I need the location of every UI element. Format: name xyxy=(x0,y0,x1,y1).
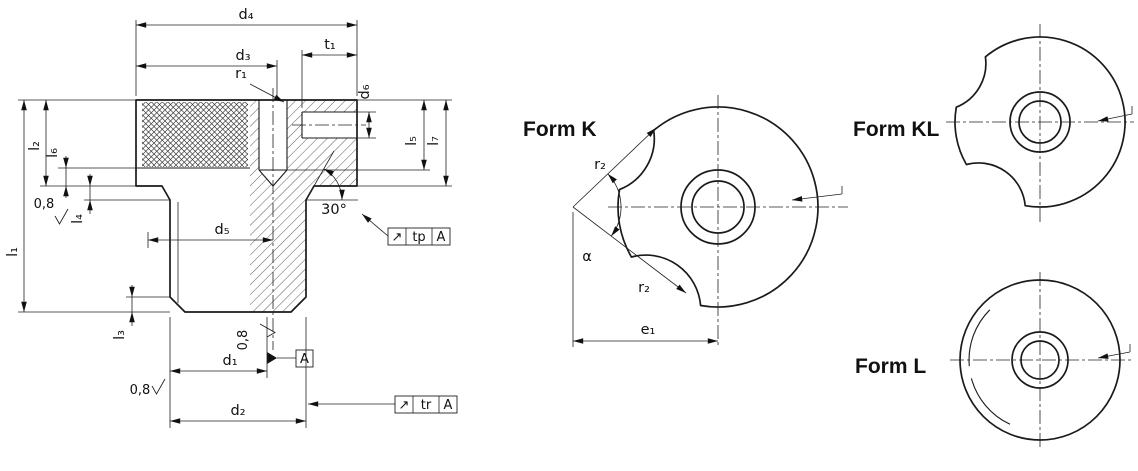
datum-triangle xyxy=(267,352,277,364)
dim-label-d3: d₃ xyxy=(235,48,250,64)
dim-label-d5: d₅ xyxy=(214,222,229,238)
dim-e1: e₁ xyxy=(572,212,718,347)
form-k-title: Form K xyxy=(523,118,597,141)
dim-d5: d₅ xyxy=(147,222,273,248)
datum-label: A xyxy=(300,352,309,367)
dim-label-alpha: α xyxy=(582,249,592,265)
center-hole-outline xyxy=(258,100,288,187)
dim-r2-lower: r₂ xyxy=(572,206,687,296)
dim-label-angle30: 30° xyxy=(321,202,347,218)
centerlines xyxy=(272,88,366,350)
form-k-view: Form K r₂ r₂ α e₁ xyxy=(523,95,848,348)
dim-label-d1: d₁ xyxy=(222,353,237,369)
dim-d1: d₁ xyxy=(169,317,268,428)
dim-r2-upper: r₂ xyxy=(572,127,657,208)
tolerance-value-tr: tr xyxy=(421,398,432,413)
dim-l5: l₅ xyxy=(287,99,452,171)
dim-l3: l₃ xyxy=(112,285,170,340)
roughness-check-icon xyxy=(151,378,166,395)
dim-label-d6: d₆ xyxy=(357,84,373,99)
surface-finish-value: 0,8 xyxy=(34,197,55,212)
dim-label-t1: t₁ xyxy=(324,37,336,53)
dim-r1: r₁ xyxy=(235,66,285,103)
form-l-view: Form L xyxy=(855,272,1134,449)
dim-label-l5: l₅ xyxy=(404,136,420,146)
dim-l1: l₁ xyxy=(5,100,170,313)
runout-symbol: ↗ xyxy=(399,398,410,413)
tolerance-datum-tp: A xyxy=(437,230,446,245)
dim-label-r1: r₁ xyxy=(235,66,247,82)
dim-angle-30: 30° xyxy=(305,150,358,218)
dim-label-l2: l₂ xyxy=(27,141,43,151)
runout-symbol: ↗ xyxy=(392,230,403,245)
tolerance-frame-tp: ↗ tp A xyxy=(361,213,451,246)
dim-d2: d₂ xyxy=(170,317,307,428)
surface-finish-value: 0,8 xyxy=(130,383,151,398)
surface-finish-value: 0,8 xyxy=(236,330,251,351)
dim-l2: l₂ xyxy=(18,99,136,187)
dim-label-r2-lower: r₂ xyxy=(638,280,650,296)
knurl-pattern xyxy=(142,102,248,167)
form-l-chamfer-arcs xyxy=(968,309,1011,425)
surface-finish-d2: 0,8 xyxy=(130,378,166,398)
dim-l7: l₇ xyxy=(357,100,452,187)
form-kl-view-arrow xyxy=(1097,106,1133,122)
form-kl-title: Form KL xyxy=(853,118,940,141)
dim-alpha: α xyxy=(582,173,622,265)
dim-d4: d₄ xyxy=(135,7,358,96)
form-k-view-arrow xyxy=(791,186,843,202)
dim-d3: d₃ xyxy=(136,48,278,97)
dim-label-e1: e₁ xyxy=(641,322,656,338)
dim-d6: d₆ xyxy=(357,84,376,139)
form-l-view-arrow xyxy=(1097,344,1131,359)
form-kl-outline xyxy=(954,36,1126,208)
dim-t1: t₁ xyxy=(301,37,357,108)
surface-finish-d1: 0,8 xyxy=(236,323,276,351)
dim-label-l3: l₃ xyxy=(112,330,128,340)
section-view: d₄ d₃ t₁ r₁ d₆ l₅ xyxy=(5,7,458,428)
roughness-check-icon xyxy=(54,208,69,225)
tolerance-datum-tr: A xyxy=(444,398,453,413)
surface-finish-head: 0,8 xyxy=(34,197,69,225)
form-kl-view: Form KL xyxy=(853,24,1134,222)
datum-a: A xyxy=(267,349,314,368)
dim-label-l1: l₁ xyxy=(5,247,21,257)
dim-label-l4: l₄ xyxy=(70,214,86,224)
dim-l6: l₆ xyxy=(45,148,136,198)
dim-l4: l₄ xyxy=(70,174,170,224)
tolerance-value-tp: tp xyxy=(412,230,425,245)
tolerance-frame-tr: ↗ tr A xyxy=(308,395,458,414)
dim-label-d4: d₄ xyxy=(238,7,253,23)
dim-label-l7: l₇ xyxy=(426,136,442,146)
dim-label-d2: d₂ xyxy=(230,403,245,419)
form-l-title: Form L xyxy=(855,355,926,378)
dim-label-r2-upper: r₂ xyxy=(594,157,606,173)
form-k-outline xyxy=(617,106,819,308)
dim-label-l6: l₆ xyxy=(45,148,61,158)
